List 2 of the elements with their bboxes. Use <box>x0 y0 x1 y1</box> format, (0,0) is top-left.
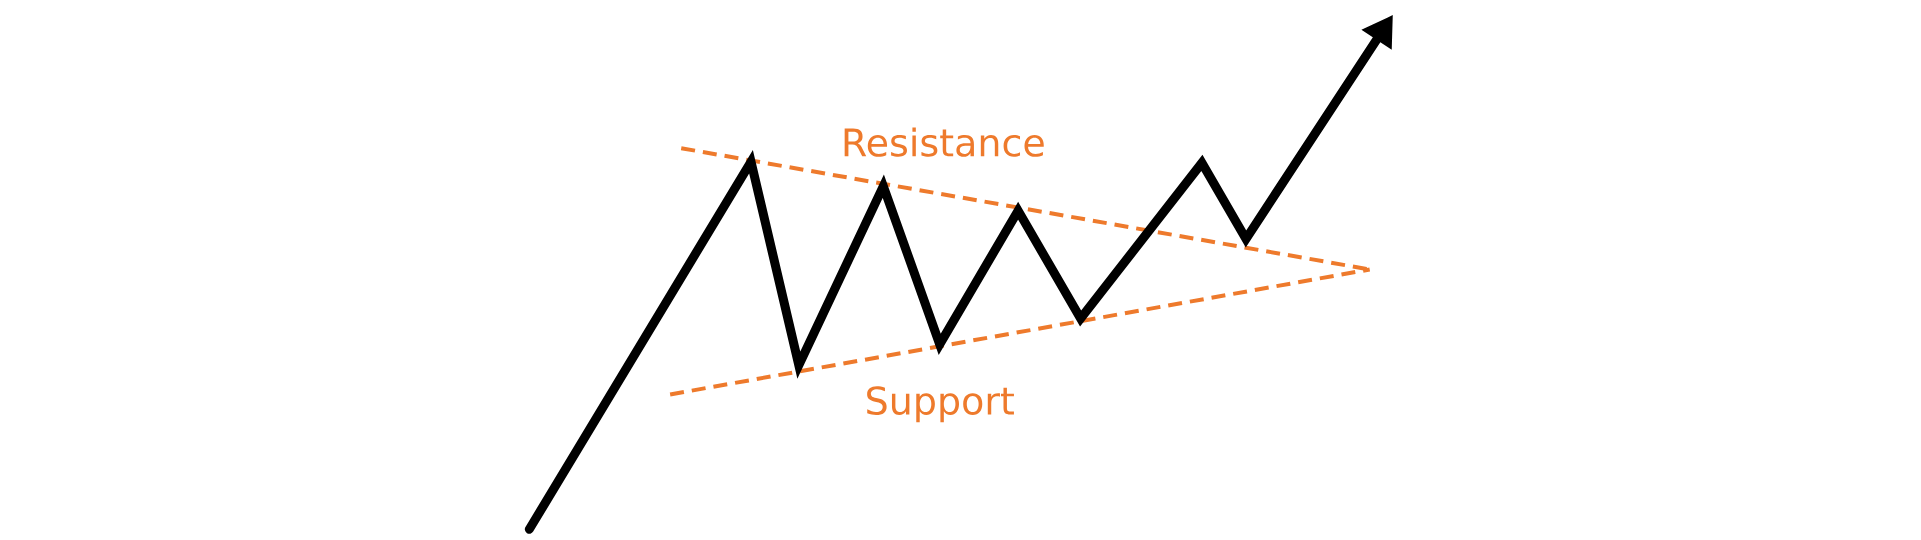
line-label: Support <box>867 386 1014 423</box>
line-label: Resistance <box>844 127 1044 157</box>
